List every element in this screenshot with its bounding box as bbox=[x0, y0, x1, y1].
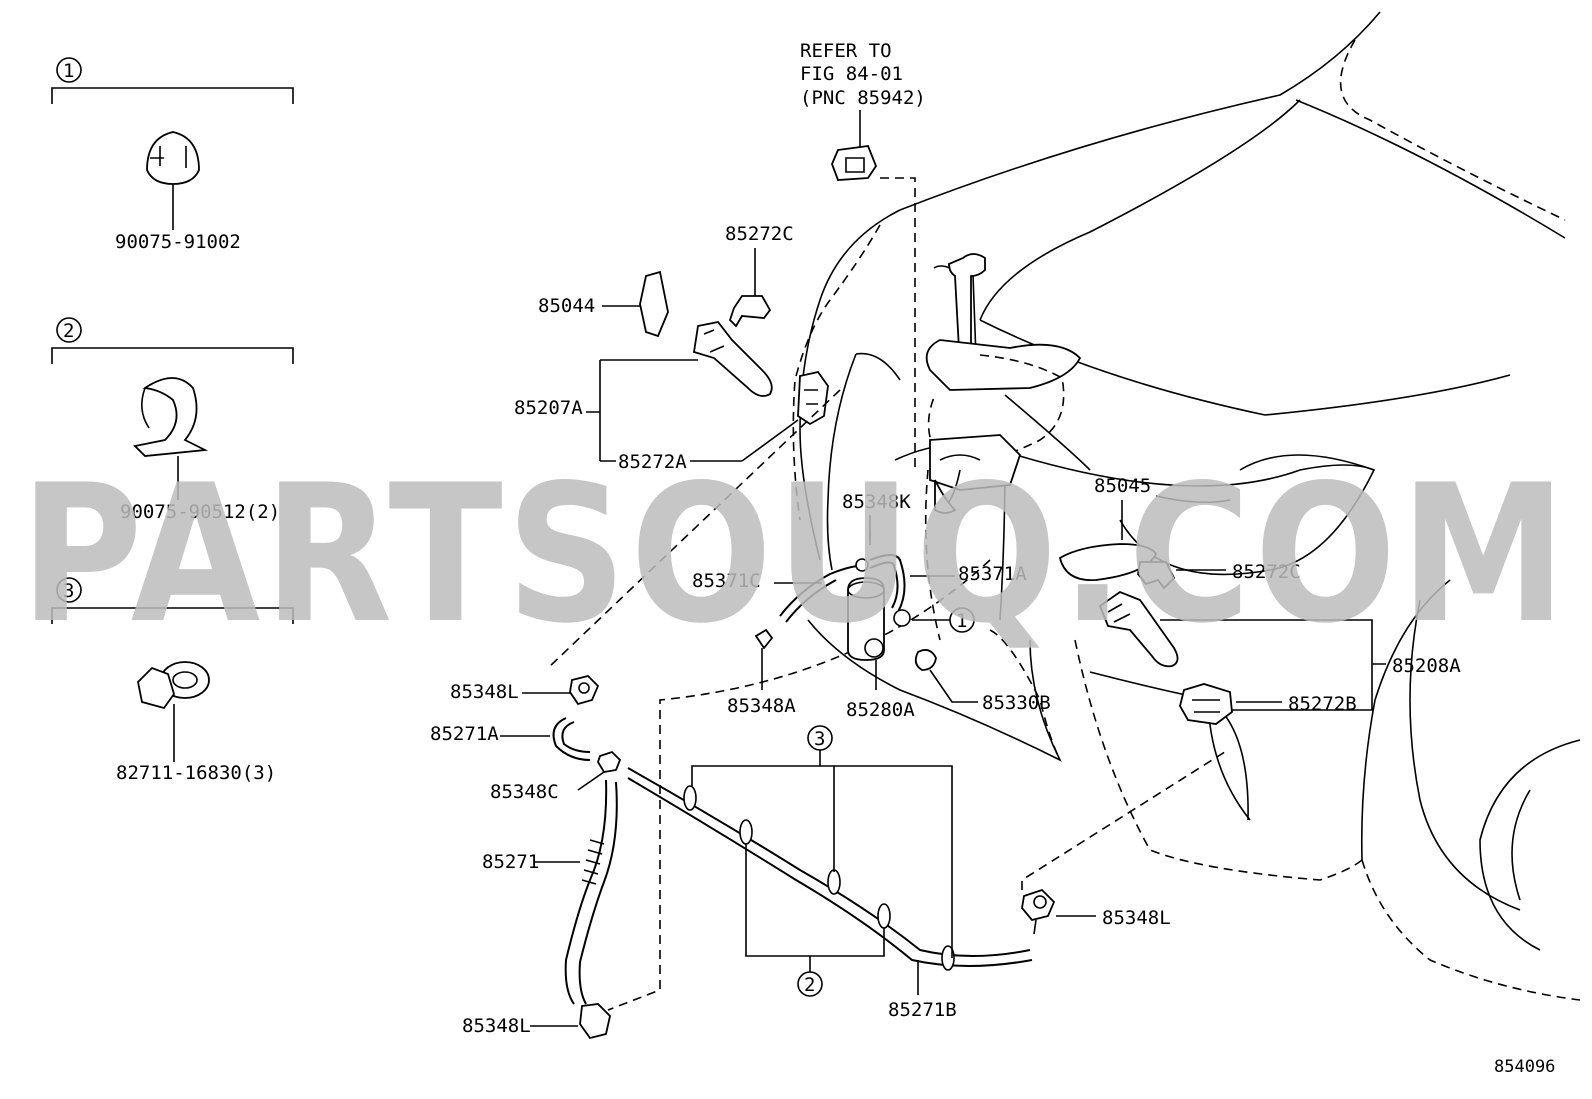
part-85208A: 85208A bbox=[1098, 590, 1461, 711]
legend-bracket-1 bbox=[51, 87, 294, 104]
part-85272C-right: 85272C bbox=[1137, 561, 1301, 590]
label-85371C: 85371C bbox=[692, 570, 761, 592]
leader-dash-b bbox=[607, 559, 991, 1011]
label-85044: 85044 bbox=[538, 295, 595, 317]
legend-number-3: 3 bbox=[63, 580, 74, 602]
vehicle-body-outline bbox=[899, 11, 1581, 1001]
legend-bracket-2 bbox=[51, 347, 294, 364]
label-85371A: 85371A bbox=[958, 563, 1027, 585]
watermark: PARTSOUQ.COM bbox=[20, 444, 1570, 665]
pump-motor bbox=[847, 577, 911, 661]
part-85371C: 85371C bbox=[692, 565, 861, 623]
legend-part-2: 90075-90512(2) bbox=[120, 501, 280, 523]
part-85207A: 85207A bbox=[514, 321, 773, 462]
legend-number-1: 1 bbox=[63, 60, 74, 82]
label-85348L-upper: 85348L bbox=[450, 681, 519, 703]
legend-bracket-3 bbox=[51, 607, 294, 624]
clamp-icon bbox=[146, 131, 200, 185]
part-85271A: 85271A bbox=[430, 717, 591, 761]
leader-dash-a bbox=[547, 389, 841, 669]
hose-clamp-icon bbox=[137, 661, 210, 710]
label-85348L-right: 85348L bbox=[1102, 907, 1171, 929]
label-85348K: 85348K bbox=[842, 491, 911, 513]
part-85272A: 85272A bbox=[618, 370, 829, 473]
part-85371A: 85371A bbox=[855, 554, 1027, 613]
label-85272B: 85272B bbox=[1288, 693, 1357, 715]
part-85280A: 85280A bbox=[846, 660, 915, 721]
callout-1-center: 1 bbox=[912, 607, 975, 633]
refer-note-line-3: (PNC 85942) bbox=[800, 87, 926, 109]
label-85272C-right: 85272C bbox=[1232, 561, 1301, 583]
connector-icon bbox=[831, 145, 878, 181]
label-85272A: 85272A bbox=[618, 451, 687, 473]
part-85044: 85044 bbox=[538, 270, 669, 338]
label-85045: 85045 bbox=[1094, 475, 1151, 497]
legend-item-3: 3 82711-16830(3) bbox=[51, 577, 294, 784]
callout-2-text: 2 bbox=[804, 974, 815, 996]
label-85330B: 85330B bbox=[982, 692, 1051, 714]
legend-part-1: 90075-91002 bbox=[115, 231, 241, 253]
part-85271: 85271 bbox=[482, 779, 618, 1005]
band-clip-icon bbox=[133, 377, 209, 457]
legend-circle-1 bbox=[56, 57, 82, 83]
part-85348L-lower: 85348L bbox=[462, 1003, 611, 1040]
label-85272C-top: 85272C bbox=[725, 223, 794, 245]
label-85207A: 85207A bbox=[514, 397, 583, 419]
part-85330B: 85330B bbox=[914, 649, 1051, 714]
callout-3-brackets: 3 bbox=[691, 725, 953, 958]
label-85208A: 85208A bbox=[1392, 655, 1461, 677]
label-85271A: 85271A bbox=[430, 723, 499, 745]
legend-circle-2 bbox=[56, 317, 82, 343]
callout-3-text: 3 bbox=[814, 728, 825, 750]
label-85348L-lower: 85348L bbox=[462, 1015, 531, 1037]
figure-number: 854096 bbox=[1494, 1057, 1555, 1077]
part-85348K: 85348K bbox=[842, 491, 911, 545]
refer-note-line-1: REFER TO bbox=[800, 40, 892, 62]
part-85348C: 85348C bbox=[490, 750, 622, 803]
label-85348C: 85348C bbox=[490, 781, 559, 803]
label-85348A: 85348A bbox=[727, 695, 796, 717]
legend-item-1: 1 90075-91002 bbox=[51, 57, 294, 253]
refer-note: REFER TO FIG 84-01 (PNC 85942) bbox=[800, 40, 926, 470]
part-85348L-right: 85348L bbox=[1021, 749, 1229, 935]
callout-2-brackets: 2 bbox=[745, 844, 885, 997]
label-85280A: 85280A bbox=[846, 699, 915, 721]
legend-circle-3 bbox=[56, 577, 82, 603]
label-85271B: 85271B bbox=[888, 999, 957, 1021]
part-85348L-upper: 85348L bbox=[450, 675, 600, 706]
legend-item-2: 2 90075-90512(2) bbox=[51, 317, 294, 523]
legend-part-3: 82711-16830(3) bbox=[116, 762, 276, 784]
refer-note-line-2: FIG 84-01 bbox=[800, 63, 903, 85]
part-85272B: 85272B bbox=[1179, 683, 1357, 725]
part-85272C-top: 85272C bbox=[725, 223, 794, 328]
part-85045: 85045 bbox=[1058, 475, 1231, 581]
legend-number-2: 2 bbox=[63, 320, 74, 342]
label-85271: 85271 bbox=[482, 851, 539, 873]
part-85271B: 85271B bbox=[627, 767, 1033, 1021]
part-85348A: 85348A bbox=[727, 628, 796, 717]
washer-tank bbox=[925, 253, 1082, 514]
callout-1-center-text: 1 bbox=[956, 610, 967, 632]
